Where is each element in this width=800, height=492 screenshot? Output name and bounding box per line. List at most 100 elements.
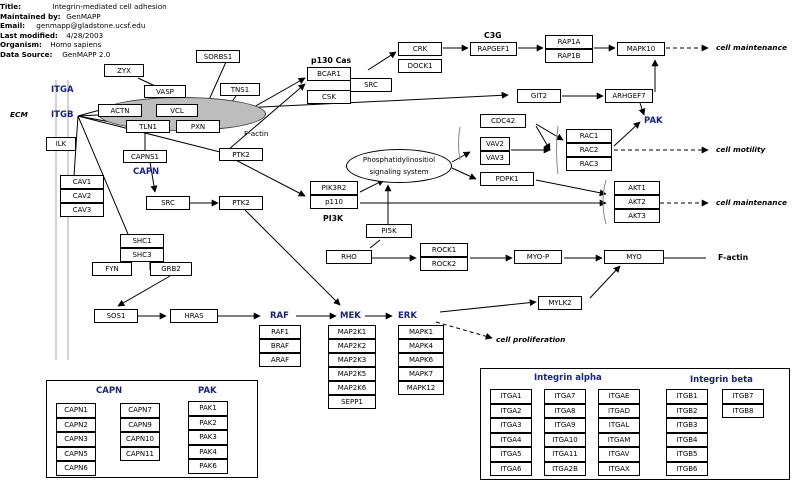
gene-pxn[interactable]: PXN bbox=[176, 120, 220, 133]
gene-ptk2-2[interactable]: PTK2 bbox=[219, 196, 263, 210]
gene-rock2[interactable]: ROCK2 bbox=[420, 257, 468, 271]
legend-gene-capn3[interactable]: CAPN3 bbox=[56, 432, 96, 447]
gene-pi5k[interactable]: PI5K bbox=[366, 224, 412, 238]
legend-gene-itga1[interactable]: ITGA1 bbox=[490, 389, 532, 404]
gene-rac1[interactable]: RAC1 bbox=[566, 129, 612, 143]
legend-gene-itgal[interactable]: ITGAL bbox=[598, 418, 640, 433]
legend-gene-capn9[interactable]: CAPN9 bbox=[120, 417, 160, 432]
legend-gene-itga11[interactable]: ITGA11 bbox=[544, 447, 586, 462]
gene-cav2[interactable]: CAV2 bbox=[60, 189, 104, 203]
gene-rap1a[interactable]: RAP1A bbox=[545, 35, 593, 49]
legend-gene-capn10[interactable]: CAPN10 bbox=[120, 432, 160, 447]
gene-sos1[interactable]: SOS1 bbox=[94, 309, 138, 323]
gene-pdpk1[interactable]: PDPK1 bbox=[480, 172, 534, 186]
gene-mapk4[interactable]: MAPK4 bbox=[398, 339, 444, 353]
gene-shc3[interactable]: SHC3 bbox=[120, 248, 164, 262]
gene-grb2[interactable]: GRB2 bbox=[150, 262, 192, 276]
gene-akt1[interactable]: AKT1 bbox=[614, 181, 660, 195]
gene-dock1[interactable]: DOCK1 bbox=[398, 59, 442, 73]
gene-map2k5[interactable]: MAP2K5 bbox=[328, 367, 376, 381]
legend-gene-capn6[interactable]: CAPN6 bbox=[56, 461, 96, 476]
gene-cav1[interactable]: CAV1 bbox=[60, 175, 104, 189]
gene-zyx[interactable]: ZYX bbox=[104, 64, 144, 77]
gene-braf[interactable]: BRAF bbox=[259, 339, 301, 353]
legend-gene-capn5[interactable]: CAPN5 bbox=[56, 446, 96, 461]
gene-map2k1[interactable]: MAP2K1 bbox=[328, 325, 376, 339]
legend-gene-itga2b[interactable]: ITGA2B bbox=[544, 461, 586, 476]
legend-gene-itgae[interactable]: ITGAE bbox=[598, 389, 640, 404]
legend-gene-capn2[interactable]: CAPN2 bbox=[56, 417, 96, 432]
gene-araf[interactable]: ARAF bbox=[259, 353, 301, 367]
gene-arhgef7[interactable]: ARHGEF7 bbox=[605, 89, 653, 103]
gene-cav3[interactable]: CAV3 bbox=[60, 203, 104, 217]
legend-gene-pak4[interactable]: PAK4 bbox=[188, 444, 228, 459]
gene-raf1[interactable]: RAF1 bbox=[259, 325, 301, 339]
gene-map2k2[interactable]: MAP2K2 bbox=[328, 339, 376, 353]
gene-p110[interactable]: p110 bbox=[310, 195, 358, 209]
gene-map2k6[interactable]: MAP2K6 bbox=[328, 381, 376, 395]
gene-csk[interactable]: CSK bbox=[307, 90, 351, 104]
gene-vcl[interactable]: VCL bbox=[156, 104, 198, 117]
legend-gene-pak1[interactable]: PAK1 bbox=[188, 401, 228, 416]
gene-rock1[interactable]: ROCK1 bbox=[420, 243, 468, 257]
legend-gene-itga6[interactable]: ITGA6 bbox=[490, 461, 532, 476]
gene-sepp1[interactable]: SEPP1 bbox=[328, 395, 376, 409]
gene-crk[interactable]: CRK bbox=[398, 42, 442, 56]
gene-src[interactable]: SRC bbox=[350, 78, 392, 92]
gene-bcar1[interactable]: BCAR1 bbox=[307, 67, 351, 81]
gene-ptk2[interactable]: PTK2 bbox=[219, 148, 263, 161]
legend-gene-capn11[interactable]: CAPN11 bbox=[120, 446, 160, 461]
gene-vav2[interactable]: VAV2 bbox=[480, 137, 510, 151]
gene-mylk2[interactable]: MYLK2 bbox=[538, 296, 582, 310]
legend-gene-pak3[interactable]: PAK3 bbox=[188, 430, 228, 445]
phosphatidylinositol-node[interactable]: Phosphatidylinositiol signaling system bbox=[346, 149, 452, 183]
legend-gene-itgb2[interactable]: ITGB2 bbox=[666, 403, 708, 418]
gene-rac3[interactable]: RAC3 bbox=[566, 157, 612, 171]
gene-src-2[interactable]: SRC bbox=[146, 196, 190, 210]
legend-gene-itga2[interactable]: ITGA2 bbox=[490, 403, 532, 418]
gene-akt3[interactable]: AKT3 bbox=[614, 209, 660, 223]
legend-gene-itgad[interactable]: ITGAD bbox=[598, 403, 640, 418]
gene-mapk6[interactable]: MAPK6 bbox=[398, 353, 444, 367]
gene-shc1[interactable]: SHC1 bbox=[120, 234, 164, 248]
gene-mapk1[interactable]: MAPK1 bbox=[398, 325, 444, 339]
legend-gene-itgav[interactable]: ITGAV bbox=[598, 447, 640, 462]
legend-gene-capn1[interactable]: CAPN1 bbox=[56, 403, 96, 418]
legend-gene-pak6[interactable]: PAK6 bbox=[188, 459, 228, 474]
gene-sorbs1[interactable]: SORBS1 bbox=[196, 50, 240, 63]
legend-gene-itga3[interactable]: ITGA3 bbox=[490, 418, 532, 433]
gene-hras[interactable]: HRAS bbox=[170, 309, 218, 323]
gene-tln1[interactable]: TLN1 bbox=[126, 120, 170, 133]
gene-akt2[interactable]: AKT2 bbox=[614, 195, 660, 209]
legend-gene-itgb6[interactable]: ITGB6 bbox=[666, 461, 708, 476]
gene-cdc42[interactable]: CDC42 bbox=[480, 114, 526, 128]
gene-mapk12[interactable]: MAPK12 bbox=[398, 381, 444, 395]
gene-pik3r2[interactable]: PIK3R2 bbox=[310, 181, 358, 195]
legend-gene-itgb4[interactable]: ITGB4 bbox=[666, 432, 708, 447]
gene-fyn[interactable]: FYN bbox=[92, 262, 132, 276]
legend-gene-pak2[interactable]: PAK2 bbox=[188, 415, 228, 430]
legend-gene-itga10[interactable]: ITGA10 bbox=[544, 432, 586, 447]
gene-rho[interactable]: RHO bbox=[326, 250, 372, 264]
gene-rap1b[interactable]: RAP1B bbox=[545, 49, 593, 63]
gene-myo-p[interactable]: MYO-P bbox=[514, 250, 562, 264]
gene-git2[interactable]: GIT2 bbox=[517, 89, 561, 103]
gene-tns1[interactable]: TNS1 bbox=[220, 83, 260, 96]
gene-vasp[interactable]: VASP bbox=[144, 85, 186, 98]
legend-gene-itgb5[interactable]: ITGB5 bbox=[666, 447, 708, 462]
legend-gene-itgb1[interactable]: ITGB1 bbox=[666, 389, 708, 404]
legend-gene-itga5[interactable]: ITGA5 bbox=[490, 447, 532, 462]
legend-gene-itgb3[interactable]: ITGB3 bbox=[666, 418, 708, 433]
legend-gene-itga4[interactable]: ITGA4 bbox=[490, 432, 532, 447]
legend-gene-itgb8[interactable]: ITGB8 bbox=[722, 403, 764, 418]
gene-mapk10[interactable]: MAPK10 bbox=[617, 42, 665, 56]
legend-gene-itga8[interactable]: ITGA8 bbox=[544, 403, 586, 418]
gene-capns1[interactable]: CAPNS1 bbox=[123, 150, 167, 163]
gene-vav3[interactable]: VAV3 bbox=[480, 151, 510, 165]
gene-actn[interactable]: ACTN bbox=[98, 104, 142, 117]
gene-ilk[interactable]: ILK bbox=[46, 137, 76, 151]
legend-gene-itgam[interactable]: ITGAM bbox=[598, 432, 640, 447]
legend-gene-itgax[interactable]: ITGAX bbox=[598, 461, 640, 476]
legend-gene-itga7[interactable]: ITGA7 bbox=[544, 389, 586, 404]
legend-gene-itga9[interactable]: ITGA9 bbox=[544, 418, 586, 433]
